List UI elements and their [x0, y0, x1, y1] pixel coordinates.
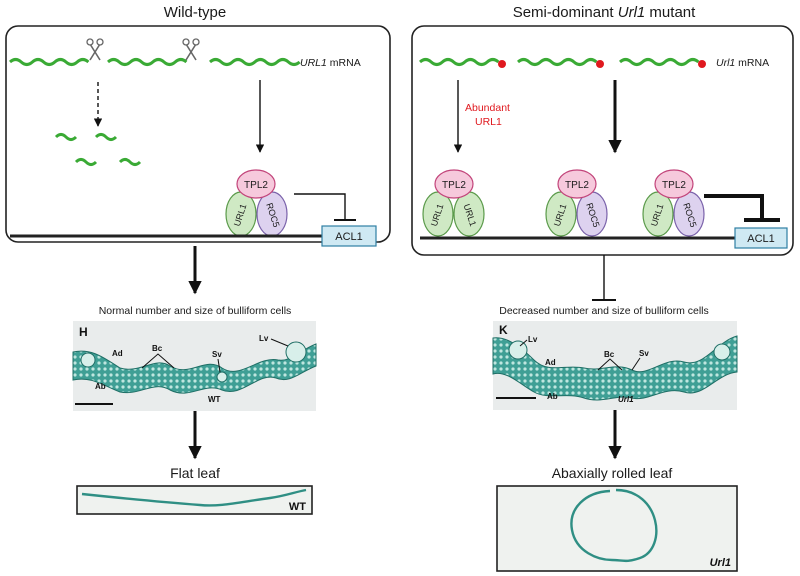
rolled-leaf-panel	[496, 485, 738, 572]
scissors-icon	[182, 38, 200, 61]
mutant-title: Semi-dominant Url1 mutant	[513, 4, 696, 21]
label-bc: Bc	[152, 344, 163, 353]
mutant-section-caption: Decreased number and size of bulliform c…	[499, 305, 709, 317]
rolled-leaf-tag: Url1	[710, 557, 731, 569]
label-bc-pointer	[597, 358, 623, 371]
flat-leaf-panel	[76, 485, 313, 515]
label-sv-pointer	[217, 358, 221, 373]
mrna-wave	[619, 58, 700, 66]
wildtype-mrna-label: URL1 mRNA	[300, 57, 361, 69]
label-sv: Sv	[639, 349, 649, 358]
mrna-wave	[107, 58, 188, 66]
tpl2-protein	[434, 169, 474, 199]
tpl2-label: TPL2	[244, 180, 268, 191]
mrna-wave	[209, 58, 301, 66]
wildtype-section-caption: Normal number and size of bulliform cell…	[99, 305, 292, 317]
mrna-wave	[517, 58, 598, 66]
label-lv-pointer	[519, 339, 528, 347]
abundant-label-line1: Abundant	[465, 102, 510, 114]
mrna-fragment	[74, 158, 98, 166]
scissors-icon	[86, 38, 104, 61]
acl1-label: ACL1	[335, 231, 363, 243]
repression-line	[704, 194, 764, 220]
tpl2-label: TPL2	[442, 180, 466, 191]
flat-leaf-tag: WT	[289, 501, 306, 513]
repression-line	[294, 193, 346, 220]
mutation-dot	[498, 60, 506, 68]
mutation-dot	[596, 60, 604, 68]
label-lv: Lv	[259, 334, 269, 343]
mrna-fragment	[54, 133, 78, 141]
mrna-fragment	[118, 158, 142, 166]
label-ab: Ab	[95, 382, 106, 391]
label-ab: Ab	[547, 392, 558, 401]
tpl2-protein	[557, 169, 597, 199]
label-bc-pointer	[141, 353, 175, 369]
label-bc: Bc	[604, 350, 615, 359]
mutant-mrna-label: Url1 mRNA	[716, 57, 769, 69]
vascular-bundle	[713, 343, 731, 361]
label-ad: Ad	[112, 349, 123, 358]
panel-letter: H	[79, 325, 88, 339]
acl1-gene-box	[734, 227, 788, 249]
rolled-leaf-outline	[570, 488, 658, 563]
acl1-gene-box	[321, 225, 377, 247]
tpl2-protein	[236, 169, 276, 199]
label-sv: Sv	[212, 350, 222, 359]
mutant-leaf-section	[492, 335, 738, 401]
vascular-bundle	[508, 340, 528, 360]
acl1-label: ACL1	[747, 233, 775, 245]
flat-leaf-outline	[81, 488, 307, 507]
vascular-bundle	[285, 341, 307, 363]
wildtype-box	[5, 25, 391, 243]
mrna-wave	[9, 58, 90, 66]
label-lv: Lv	[528, 335, 538, 344]
tpl2-label: TPL2	[565, 180, 589, 191]
vascular-bundle	[80, 352, 96, 368]
label-ad: Ad	[545, 358, 556, 367]
tpl2-label: TPL2	[662, 180, 686, 191]
wildtype-title: Wild-type	[164, 4, 227, 21]
mutation-dot	[698, 60, 706, 68]
mutant-box	[411, 25, 794, 256]
label-sv-pointer	[631, 357, 641, 371]
genotype-label: WT	[208, 395, 221, 404]
vascular-bundle	[216, 371, 228, 383]
mutant-leaf-caption: Abaxially rolled leaf	[552, 465, 673, 481]
wildtype-leaf-caption: Flat leaf	[170, 465, 220, 481]
wildtype-leaf-section	[72, 343, 317, 394]
label-lv-pointer	[270, 338, 289, 347]
genotype-label: Url1	[618, 395, 634, 404]
abundant-label-line2: URL1	[475, 116, 502, 128]
panel-letter: K	[499, 323, 508, 337]
tpl2-protein	[654, 169, 694, 199]
mrna-fragment	[94, 133, 118, 141]
mrna-wave	[419, 58, 500, 66]
